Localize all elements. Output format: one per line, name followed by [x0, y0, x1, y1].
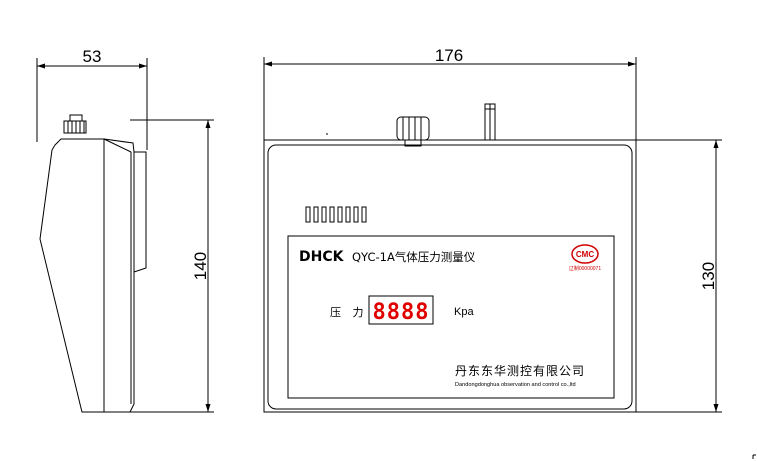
svg-text:CMC: CMC — [576, 250, 594, 259]
front-width-label: 176 — [435, 46, 463, 65]
cmc-certification-mark-icon: CMC 辽制00000071 — [569, 244, 601, 272]
side-view — [36, 58, 214, 413]
side-height-label: 140 — [191, 252, 210, 280]
dim-arrow-right — [139, 63, 147, 69]
company-name: 丹东东华测控有限公司 — [455, 364, 585, 378]
side-connector-tip — [69, 114, 83, 122]
svg-text:辽制00000071: 辽制00000071 — [569, 265, 601, 272]
front-housing-outline — [263, 139, 637, 413]
brand-logo: DHCK — [299, 249, 345, 265]
dim-arrow-left — [37, 63, 45, 69]
company-name-en: Dandongdonghua observation and control c… — [455, 382, 576, 388]
front-height-label: 130 — [699, 262, 718, 290]
front-view — [263, 57, 722, 413]
product-title: QYC-1A气体压力测量仪 — [352, 250, 476, 264]
display-window — [368, 295, 434, 325]
pressure-label: 压 力 — [330, 306, 368, 319]
front-panel — [287, 235, 615, 399]
front-housing-inner — [267, 144, 633, 410]
side-body-outline — [39, 138, 147, 413]
vent-slots — [305, 206, 367, 223]
side-width-label: 53 — [83, 47, 102, 66]
side-connector-base — [63, 120, 87, 134]
unit-label: Kpa — [454, 306, 474, 318]
pressure-knob-icon — [396, 116, 430, 147]
gas-inlet-connector-icon — [484, 103, 496, 141]
display-digits: 8888 — [373, 300, 430, 325]
